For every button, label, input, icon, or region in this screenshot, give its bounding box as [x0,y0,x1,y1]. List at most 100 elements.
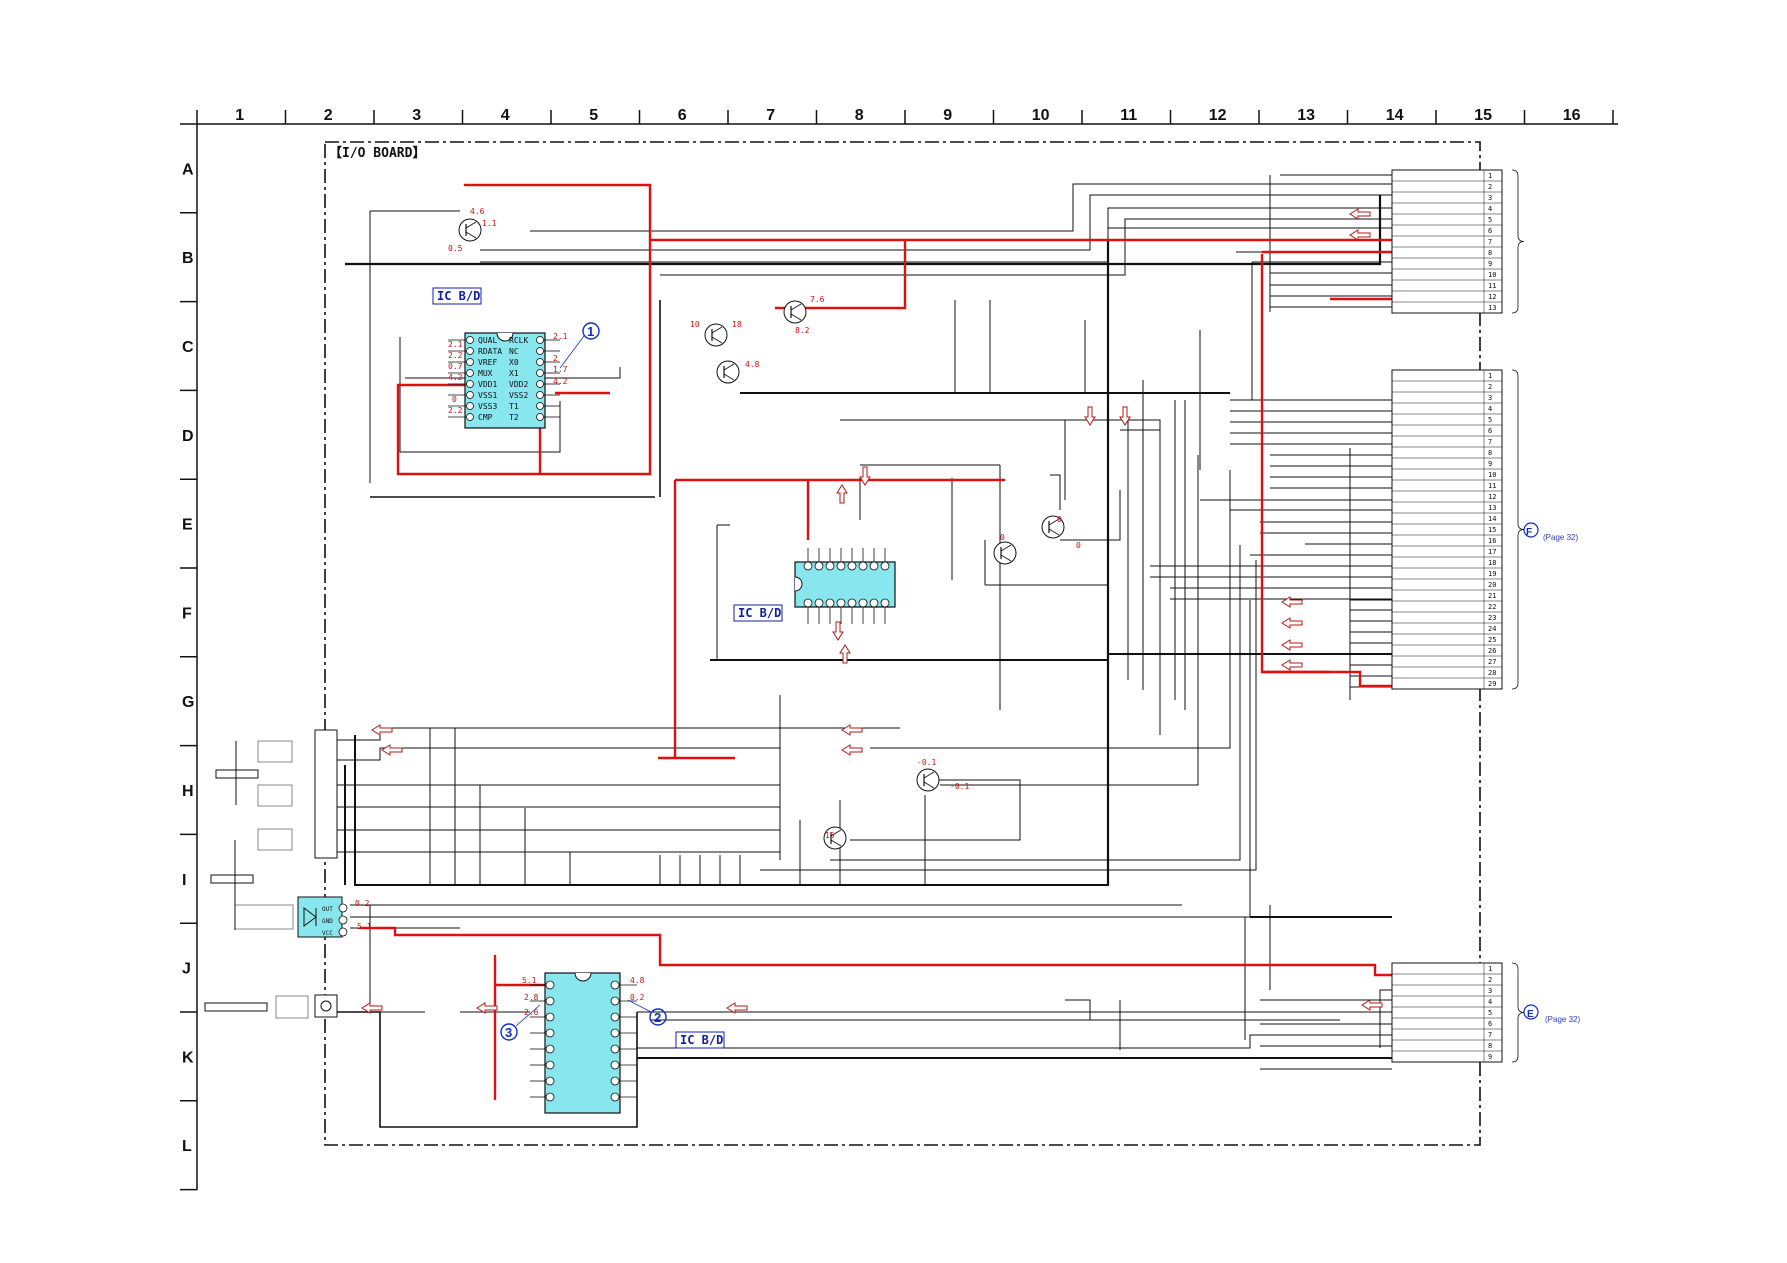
connector-f-letter: F [1526,527,1532,538]
connector-f-pin-number: 4 [1488,405,1492,413]
connector-e-pin-number: 2 [1488,976,1492,984]
transistor [783,300,807,324]
transistor-collector [830,829,842,837]
ic3-pin [545,1012,555,1022]
sensor-pin [338,915,348,925]
column-label-7: 7 [766,107,775,124]
connector-f-pin-number: 2 [1488,383,1492,391]
voltage-label: 18 [732,320,742,329]
connector-e-pin-number: 5 [1488,1009,1492,1017]
connector-f-pin-number: 21 [1488,592,1496,600]
ic1-pin [466,402,474,410]
voltage-label: 1.7 [553,365,568,374]
signal-arrow-left [1361,999,1383,1011]
voltage-label: 0.2 [630,993,645,1002]
transistor-emitter [790,313,802,321]
ic3-pin [610,1092,620,1102]
ic1-decoder [464,332,546,429]
row-label-H: H [182,783,194,800]
signal-arrow-up [839,644,851,664]
ic2-pin [814,561,824,571]
connector-f-pin-number: 26 [1488,647,1496,655]
transistor-emitter [1000,554,1012,562]
signal-arrow-left [1281,617,1303,629]
connector-f-pin-number: 5 [1488,416,1492,424]
ic3-pin [610,996,620,1006]
voltage-label: 0 [452,395,457,404]
connector-f-pin-number: 29 [1488,680,1496,688]
power-lines [360,183,1392,1100]
transistor-collector [1000,544,1012,552]
signal-arrow-down [832,621,844,641]
signal-arrow-left [841,724,863,736]
voltage-label: 8.2 [795,326,810,335]
ic1-pin-label-right: VDD2 [509,380,528,389]
row-label-G: G [182,694,194,711]
connector-f-pin-number: 8 [1488,449,1492,457]
connector-f-pin-number: 17 [1488,548,1496,556]
row-label-B: B [182,250,194,267]
voltage-label: 2.1 [448,340,463,349]
ic3-pin [610,1028,620,1038]
ic2-pin [803,561,813,571]
transistor-collector [723,363,735,371]
connector-f-pin-number: 23 [1488,614,1496,622]
voltage-label: 10 [690,320,700,329]
connector-e-pin-number: 9 [1488,1053,1492,1061]
callout-2: 2 [627,999,667,1026]
voltage-label: 2.8 [524,993,539,1002]
connector-top-pin-number: 11 [1488,282,1496,290]
ic3-pin [545,1044,555,1054]
voltage-label: -0.1 [917,758,936,767]
connector-e-pin-number: 3 [1488,987,1492,995]
ic3-pin [610,980,620,990]
connector-top-pin-number: 5 [1488,216,1492,224]
connector-e-ref: E (Page 32) [1523,1004,1580,1024]
ic2-pin [880,561,890,571]
callout-1: 1 [559,322,600,369]
connector-top-pin-number: 1 [1488,172,1492,180]
connector-e-pin-number: 4 [1488,998,1492,1006]
ic3-pin [610,1076,620,1086]
ic1-pin [466,380,474,388]
callout-1-text: 1 [587,324,594,339]
row-label-I: I [182,872,186,889]
signal-arrow-left [381,744,403,756]
ic1-pin-label-left: CMP [478,413,493,422]
column-label-16: 16 [1563,107,1581,124]
connector-top-pin-number: 3 [1488,194,1492,202]
connector-f-pin-number: 15 [1488,526,1496,534]
ic2-pin [803,598,813,608]
ic1-pin [466,391,474,399]
connector-f-body [1391,369,1503,690]
sensor-pin [338,927,348,937]
input-jacks [204,729,338,1019]
transistor [993,541,1017,565]
ic1-pin [536,391,544,399]
ic1-pin [466,369,474,377]
column-label-12: 12 [1209,107,1227,124]
column-label-1: 1 [235,107,244,124]
ic3-label: IC B/D [680,1033,723,1047]
signal-arrow-left [1349,208,1371,220]
sensor-pin-label: OUT [322,906,333,913]
ic1-pin-label-right: T1 [509,402,519,411]
ic1-pin-label-left: QUAL [478,336,497,345]
sensor-pin [338,903,348,913]
connector-top-body [1391,169,1503,314]
voltage-label: 5.1 [357,922,372,931]
voltage-label: 0.2 [355,899,370,908]
transistor [458,218,482,242]
connector-f-pin-number: 28 [1488,669,1496,677]
signal-arrow-left [1349,229,1371,241]
ic1-pin-label-left: VSS3 [478,402,497,411]
ic2-label-box [733,604,783,622]
callout-2-text: 2 [654,1010,661,1025]
connector-f-pin-number: 27 [1488,658,1496,666]
column-label-15: 15 [1474,107,1492,124]
connector-top-pin-number: 4 [1488,205,1492,213]
ic3-pin [545,1028,555,1038]
signal-arrow-up [836,484,848,504]
